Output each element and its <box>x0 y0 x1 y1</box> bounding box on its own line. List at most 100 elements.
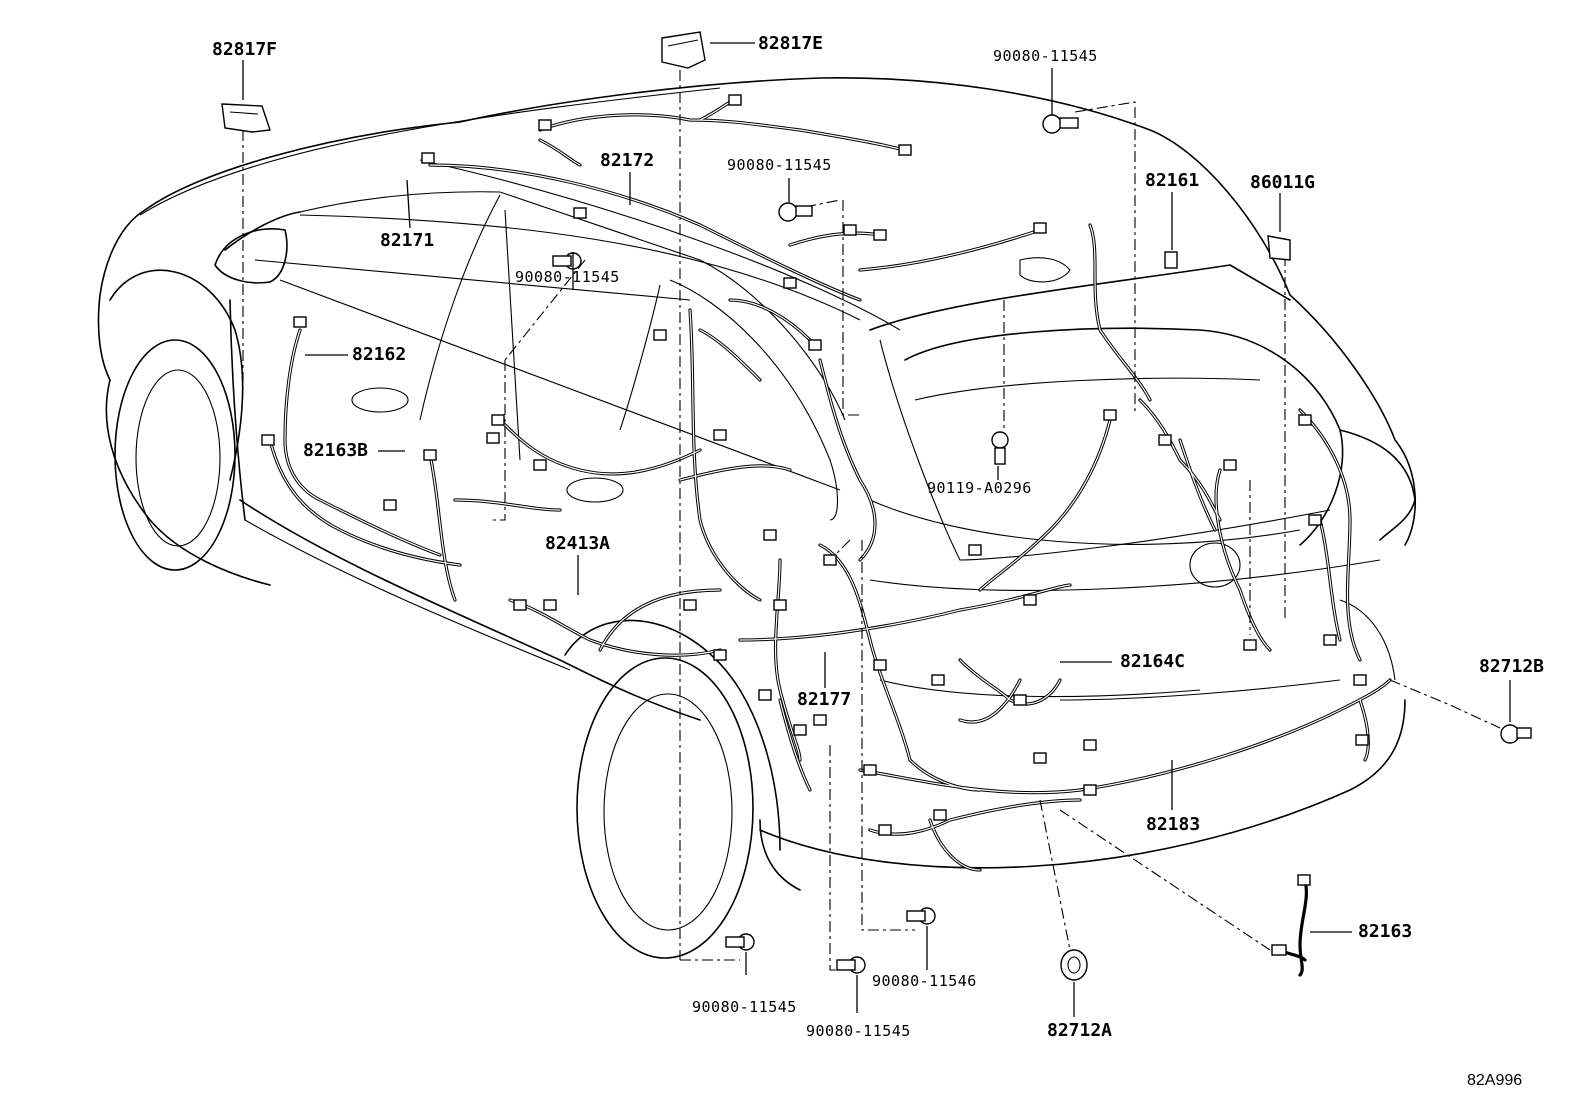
harness-connector <box>863 764 877 776</box>
label-82183: 82183 <box>1146 814 1201 835</box>
harness-wire-core <box>929 819 981 871</box>
harness-connector <box>1033 752 1047 764</box>
harness-connector <box>486 432 500 444</box>
harness-wire <box>858 678 1392 795</box>
harness-connector <box>421 152 435 164</box>
harness-connector <box>491 414 505 426</box>
harness-wire-core <box>1299 409 1361 661</box>
harness-connector <box>763 529 777 541</box>
vehicle-body <box>97 77 1417 959</box>
harness-wire-core <box>1139 399 1221 521</box>
harness-connector <box>1308 514 1322 526</box>
label-90080-11545-bottom-center: 90080-11545 <box>806 1022 911 1040</box>
label-90080-11545-bottom-left: 90080-11545 <box>692 998 797 1016</box>
harness-wire-core <box>699 329 761 381</box>
harness-wire <box>1088 223 1152 402</box>
label-86011G: 86011G <box>1250 172 1316 193</box>
label-82177: 82177 <box>797 689 852 710</box>
harness-wire-core <box>774 559 801 761</box>
harness-connector <box>843 224 857 236</box>
label-82817F: 82817F <box>212 39 278 60</box>
harness-connector <box>823 554 837 566</box>
harness-connector <box>683 599 697 611</box>
harness-wire-core <box>779 699 811 791</box>
label-90080-11545-roof: 90080-11545 <box>727 156 832 174</box>
diagram-reference-code: 82A996 <box>1467 1072 1523 1089</box>
harness-wire-core <box>1215 469 1271 651</box>
label-82164C: 82164C <box>1120 651 1186 672</box>
harness-connector <box>1013 694 1027 706</box>
harness-connector <box>293 316 307 328</box>
harness-wire-core <box>539 114 911 153</box>
harness-connector <box>1158 434 1172 446</box>
harness-wire-core <box>979 419 1111 591</box>
harness-connector <box>793 724 807 736</box>
label-82172: 82172 <box>600 150 655 171</box>
harness-wire-core <box>739 584 1071 641</box>
harness-wire <box>1298 408 1362 662</box>
harness-wire <box>868 798 1082 836</box>
harness-connector <box>873 229 887 241</box>
label-90080-11546: 90080-11546 <box>872 972 977 990</box>
harness-wire-core <box>599 589 721 651</box>
harness-wire <box>728 298 812 342</box>
harness-connector <box>513 599 527 611</box>
harness-connector <box>261 434 275 446</box>
harness-connector <box>1083 739 1097 751</box>
harness-wire-core <box>959 659 1061 705</box>
harness-connector <box>813 714 827 726</box>
harness-wire-core <box>959 679 1021 723</box>
harness-wire-core <box>429 454 456 601</box>
harness-wire-core <box>1179 439 1216 531</box>
harness-connector <box>1033 222 1047 234</box>
harness-wire-core <box>729 299 811 341</box>
harness-wire-core <box>509 599 721 656</box>
label-90080-11545-pillar: 90080-11545 <box>515 268 620 286</box>
label-82171: 82171 <box>380 230 435 251</box>
harness-wire-core <box>269 439 461 566</box>
harness-connector <box>1223 459 1237 471</box>
harness-wire-core <box>689 309 761 601</box>
harness-wire <box>688 308 762 602</box>
harness-wire-core <box>679 465 791 481</box>
harness-connector <box>758 689 772 701</box>
assembly-leader-lines <box>242 70 1501 971</box>
label-82162: 82162 <box>352 344 407 365</box>
harness-wire-core <box>869 799 1081 835</box>
harness-wire-core <box>819 359 876 561</box>
harness-connector <box>878 824 892 836</box>
harness-connector <box>728 94 742 106</box>
harness-connector <box>423 449 437 461</box>
harness-wire <box>858 228 1042 272</box>
harness-connector <box>898 144 912 156</box>
label-leaders <box>242 42 1511 1017</box>
parts <box>221 31 1532 981</box>
harness-wire-core <box>819 544 981 791</box>
label-82817E: 82817E <box>758 33 824 54</box>
label-82712A: 82712A <box>1047 1020 1113 1041</box>
harness-connector <box>783 277 797 289</box>
harness-connector <box>713 429 727 441</box>
harness-wire <box>1178 438 1217 532</box>
harness-wire <box>1214 468 1272 652</box>
harness-connector <box>533 459 547 471</box>
harness-connector <box>543 599 557 611</box>
harness-connector <box>1243 639 1257 651</box>
harness-connector <box>931 674 945 686</box>
label-82712B: 82712B <box>1479 656 1545 677</box>
harness-wire-core <box>1089 224 1151 401</box>
harness-connector <box>1298 414 1312 426</box>
harness-wire-core <box>1319 519 1341 641</box>
harness-wire <box>928 818 982 872</box>
harness-connector <box>933 809 947 821</box>
harness-connector <box>1103 409 1117 421</box>
harness-wire-core <box>454 499 561 511</box>
harness-wire <box>538 113 912 154</box>
harness-connector <box>773 599 787 611</box>
harness-connector <box>1355 734 1369 746</box>
harness-connector <box>653 329 667 341</box>
harness-connector <box>968 544 982 556</box>
harness-connector <box>808 339 822 351</box>
